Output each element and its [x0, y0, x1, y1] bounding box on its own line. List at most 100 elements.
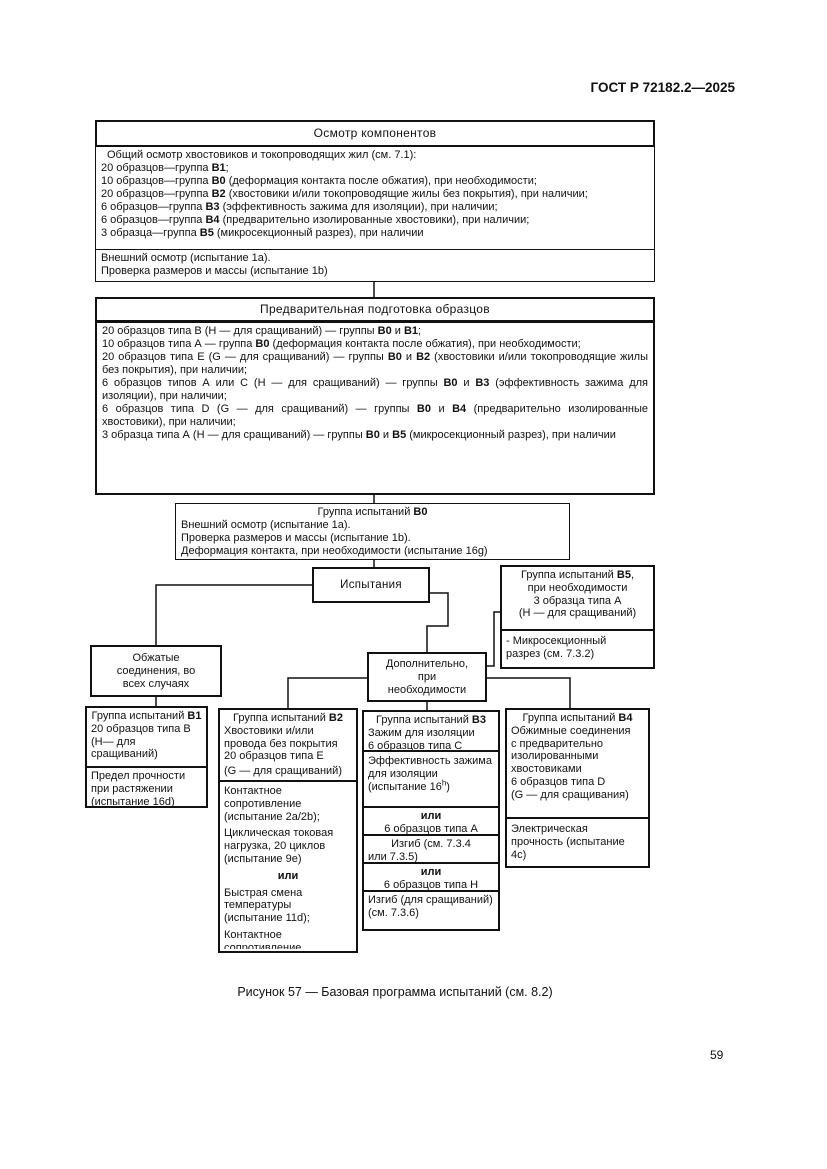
connector-tests-additional	[426, 592, 449, 652]
group-b1-box: Группа испытаний В1 20 образцов типа В (…	[85, 706, 208, 808]
crimped-line: всех случаях	[122, 677, 190, 690]
document-header: ГОСТ Р 72182.2—2025	[590, 80, 735, 95]
group-b3-alt-a-cell: или 6 образцов типа А	[364, 806, 498, 834]
group-b5-test-cell: - Микросекционный разрез (см. 7.3.2)	[502, 629, 653, 667]
preparation-line: 6 образцов типов А или С (Н — для сращив…	[102, 377, 648, 402]
additional-box: Дополнительно, при необходимости	[367, 652, 487, 702]
crimped-connections-box: Обжатые соединения, во всех случаях	[90, 645, 222, 697]
group-b5-note-line: разрез (см. 7.3.2)	[506, 647, 595, 660]
inspection-line: 6 образцов—группа В4 (предварительно изо…	[101, 214, 530, 226]
additional-line: Дополнительно,	[385, 657, 469, 670]
group-b4-line: 6 образцов типа D	[511, 775, 606, 788]
group-b3-title: Группа испытаний В3	[376, 714, 486, 726]
tests-box: Испытания	[312, 567, 430, 603]
visual-check-line: Внешний осмотр (испытание 1a).	[101, 252, 271, 264]
group-b0-line: Деформация контакта, при необходимости (…	[181, 545, 488, 557]
group-b3-bend-cell: Изгиб (см. 7.3.4 или 7.3.5)	[364, 834, 498, 862]
group-b4-line: Обжимные соединения	[511, 724, 631, 737]
connector-additional-b2	[287, 677, 367, 708]
group-b5-title: Группа испытаний В5,	[520, 569, 634, 581]
inspection-title-box: Осмотр компонентов	[95, 120, 655, 147]
group-b1-title: Группа испытаний В1	[91, 710, 202, 722]
crimped-line: Обжатые	[132, 651, 180, 664]
group-b1-test-line: (испытание 16d)	[91, 795, 175, 806]
group-b4-line: хвостовиками	[511, 763, 582, 776]
group-b5-header-cell: Группа испытаний В5, при необходимости 3…	[502, 567, 653, 629]
group-b5-note-line: - Микросекционный	[506, 635, 607, 647]
group-b1-test-line: при растяжении	[91, 782, 173, 795]
group-b3-or-label: или	[420, 866, 442, 878]
inspection-list-box: Общий осмотр хвостовиков и токопроводящи…	[95, 146, 655, 250]
preparation-line: 3 образца типа А (Н — для сращиваний) — …	[102, 429, 616, 441]
group-b0-box: Группа испытаний В0 Внешний осмотр (испы…	[175, 503, 570, 560]
group-b3-line: 6 образцов типа С	[368, 739, 463, 750]
group-b2-test: Циклическая токовая нагрузка, 20 циклов …	[224, 827, 334, 865]
group-b3-bend2-cell: Изгиб (для сращиваний) (см. 7.3.6)	[364, 890, 498, 919]
group-b3-bend2-line: (см. 7.3.6)	[368, 906, 419, 919]
group-b3-box: Группа испытаний В3 Зажим для изоляции 6…	[362, 710, 500, 931]
additional-line: необходимости	[387, 683, 467, 696]
group-b2-title: Группа испытаний В2	[233, 712, 343, 724]
group-b3-alt-h-cell: или 6 образцов типа Н	[364, 862, 498, 890]
group-b3-alt-h: 6 образцов типа Н	[383, 878, 479, 890]
inspection-title: Осмотр компонентов	[313, 126, 437, 140]
figure-caption: Рисунок 57 — Базовая программа испытаний…	[237, 985, 553, 999]
group-b3-bend-line: или 7.3.5)	[368, 850, 418, 862]
group-b2-test: Контактное сопротивление (испытание 2a/2…	[224, 785, 320, 823]
additional-line: при	[417, 670, 437, 683]
group-b2-test: Быстрая смена температуры (испытание 11d…	[224, 886, 310, 925]
connector-tests-crimped	[155, 584, 312, 645]
page-number: 59	[710, 1048, 724, 1062]
tests-label: Испытания	[340, 578, 402, 591]
group-b1-line: 20 образцов типа В	[91, 722, 191, 735]
group-b2-line: провода без покрытия	[224, 737, 338, 750]
inspection-line: 3 образца—группа В5 (микросекционный раз…	[101, 227, 424, 239]
group-b1-test-line: Предел прочности	[91, 770, 186, 782]
group-b3-effectiveness-cell: Эффективность зажима для изоляции (испыт…	[364, 750, 498, 806]
group-b4-test-line: 4c)	[511, 848, 527, 861]
group-b2-box: Группа испытаний В2 Хвостовики и/или про…	[218, 708, 358, 953]
group-b5-line: (Н — для сращиваний)	[518, 607, 637, 620]
group-b3-line: Зажим для изоляции	[368, 726, 475, 739]
group-b2-header-cell: Группа испытаний В2 Хвостовики и/или про…	[220, 710, 356, 780]
group-b2-test: Контактное сопротивление (испытание 2a/2…	[224, 928, 302, 949]
group-b4-box: Группа испытаний В4 Обжимные соединения …	[505, 708, 650, 868]
group-b5-line: при необходимости	[527, 581, 628, 594]
connector-additional-b5	[487, 611, 500, 667]
group-b0-line: Проверка размеров и массы (испытание 1b)…	[181, 532, 411, 544]
inspection-line: 10 образцов—группа В0 (деформация контак…	[101, 175, 537, 187]
group-b3-bend-line: Изгиб (см. 7.3.4	[391, 838, 471, 850]
group-b2-line: 20 образцов типа Е	[224, 750, 324, 763]
inspection-line: 20 образцов—группа В2 (хвостовики и/или …	[101, 188, 588, 200]
group-b5-line: 3 образца типа А	[533, 594, 622, 607]
group-b0-line: Внешний осмотр (испытание 1a).	[181, 519, 351, 531]
group-b4-test-line: прочность (испытание	[511, 835, 625, 848]
group-b3-header-cell: Группа испытаний В3 Зажим для изоляции 6…	[364, 712, 498, 750]
visual-check-box: Внешний осмотр (испытание 1a). Проверка …	[95, 249, 655, 282]
group-b4-line: изолированными	[511, 750, 599, 763]
group-b2-or-label: или	[277, 869, 299, 882]
group-b3-bend2-line: Изгиб (для сращиваний)	[368, 894, 493, 906]
group-b2-line: Хвостовики и/или	[224, 724, 314, 737]
preparation-line: 6 образцов типа D (G — для сращиваний) —…	[102, 403, 648, 428]
group-b0-title: Группа испытаний В0	[317, 506, 428, 518]
visual-check-line: Проверка размеров и массы (испытание 1b)	[101, 265, 328, 277]
preparation-line: 10 образцов типа А — группа В0 (деформац…	[102, 338, 581, 350]
group-b2-line: (G — для сращиваний)	[224, 765, 342, 778]
inspection-line: Общий осмотр хвостовиков и токопроводящи…	[107, 149, 417, 161]
crimped-line: соединения, во	[116, 664, 196, 677]
group-b4-test-line: Электрическая	[511, 823, 588, 835]
inspection-line: 20 образцов—группа В1;	[101, 162, 229, 174]
group-b1-header-cell: Группа испытаний В1 20 образцов типа В (…	[87, 708, 206, 766]
group-b4-line: с предварительно	[511, 737, 604, 750]
group-b4-title: Группа испытаний В4	[522, 712, 633, 724]
group-b1-line: (Н— для сращиваний)	[91, 735, 158, 761]
connector-additional-b4	[487, 677, 571, 708]
preparation-line: 20 образцов типа В (Н — для сращиваний) …	[102, 325, 422, 337]
preparation-line: 20 образцов типа Е (G — для сращиваний) …	[102, 351, 648, 376]
group-b4-header-cell: Группа испытаний В4 Обжимные соединения …	[507, 710, 648, 817]
inspection-line: 6 образцов—группа В3 (эффективность зажи…	[101, 201, 498, 213]
group-b3-or-label: или	[420, 810, 442, 822]
